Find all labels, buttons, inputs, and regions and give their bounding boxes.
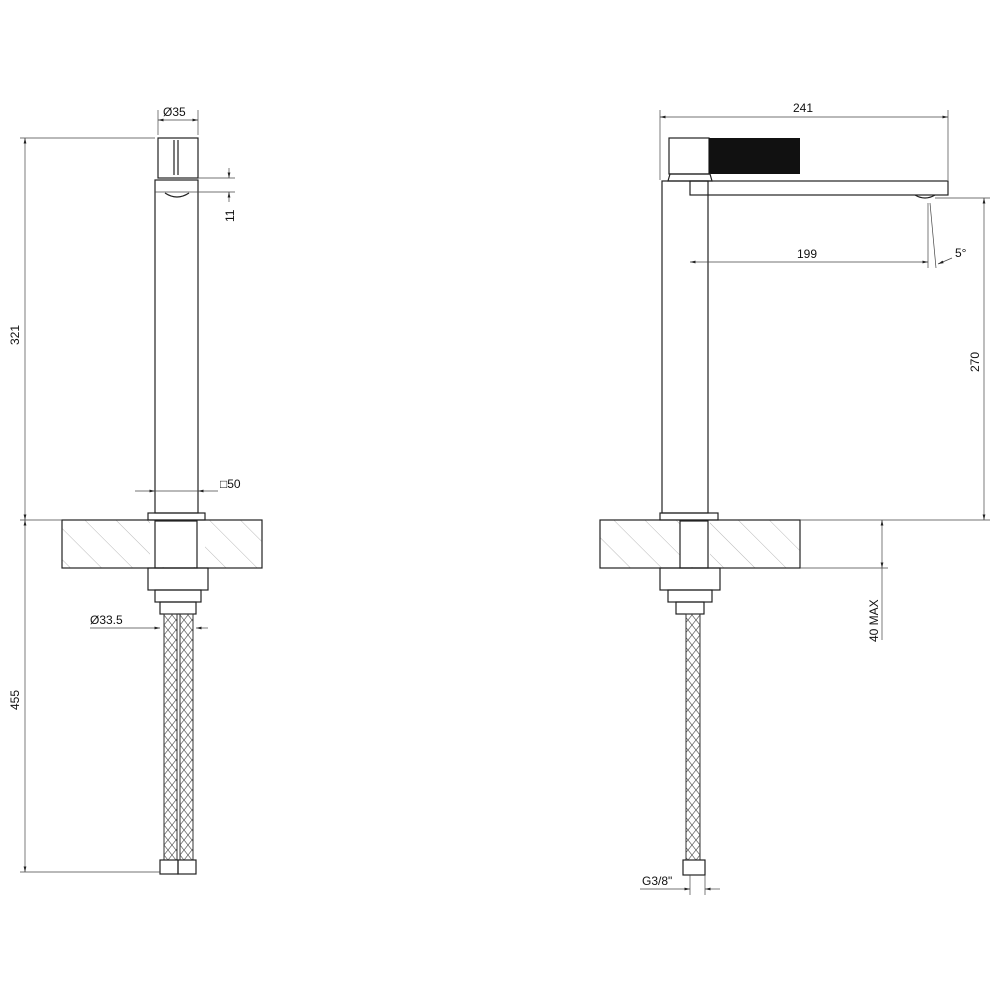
hose-fitting-1 xyxy=(159,859,179,875)
side-view: 241 199 5° 270 40 MAX G3/8" xyxy=(599,101,990,895)
knurled-grip xyxy=(709,138,800,174)
front-view: Ø35 321 11 □50 Ø33.5 455 xyxy=(8,105,263,875)
handle-lever xyxy=(668,137,710,175)
hose-side xyxy=(685,613,701,861)
handle-head xyxy=(157,137,199,179)
dim-hose-length: 455 xyxy=(8,690,22,710)
mounting-nut xyxy=(147,567,209,591)
dim-spout-angle: 5° xyxy=(955,246,967,260)
hose-fitting-side xyxy=(682,859,706,876)
dim-aerator-gap: 11 xyxy=(223,209,237,222)
dim-head-diameter: Ø35 xyxy=(163,105,186,119)
hose-fitting-2 xyxy=(177,859,197,875)
dim-total-height: 321 xyxy=(8,325,22,345)
hose-2 xyxy=(179,613,194,861)
dim-total-reach: 241 xyxy=(793,101,813,115)
dim-connection: G3/8" xyxy=(642,874,672,888)
dim-spout-reach: 199 xyxy=(797,247,817,261)
faucet-body xyxy=(154,179,199,514)
spout xyxy=(689,180,949,196)
dim-spout-height: 270 xyxy=(968,352,982,372)
dim-counter-thickness: 40 MAX xyxy=(867,599,881,642)
faucet-body-side xyxy=(661,180,709,514)
hose-1 xyxy=(163,613,178,861)
dim-body-square: □50 xyxy=(220,477,241,491)
mounting-nut-side xyxy=(659,567,721,591)
dim-hose-diameter: Ø33.5 xyxy=(90,613,123,627)
